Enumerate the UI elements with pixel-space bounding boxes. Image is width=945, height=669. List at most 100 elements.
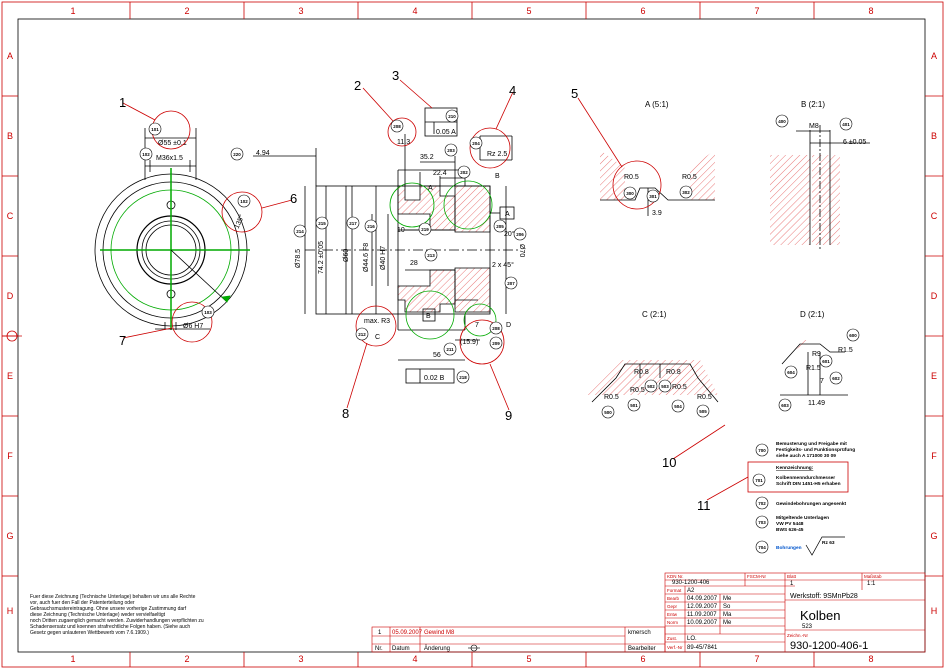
bubble-207: 207	[504, 276, 518, 290]
dim-d56: 56	[433, 352, 441, 359]
bubble-216-text: 216	[367, 224, 375, 229]
bubble-504: 504	[671, 399, 685, 413]
bubble-207-text: 207	[507, 281, 515, 286]
bubble-100-text: 102	[142, 152, 150, 157]
bubble-401: 401	[839, 117, 853, 131]
title-block-text: KDN Nr. 930-1200-406 FSCM-Nr Blatt 1 Maß…	[667, 574, 882, 652]
note-700-line2: Festigkeits- und Funktionsprüfung	[776, 447, 855, 453]
note-703-line3: BWS 626-45	[776, 527, 804, 533]
row-left-d: D	[7, 291, 14, 301]
front-view	[94, 128, 250, 330]
dim-r9: R9	[812, 351, 821, 358]
legal-line-3: Gebrauchsmustereintragung. Ohne unsere v…	[30, 606, 187, 612]
callout-9: 9	[505, 408, 512, 423]
rev-kmersch: kmersch	[628, 630, 651, 636]
col-top-5: 5	[526, 6, 531, 16]
row-right-d: D	[931, 291, 938, 301]
reference-bubbles: 101 102 102 103 208 210 203 204 220 202 …	[139, 109, 860, 554]
dim-d224: 22.4	[433, 170, 447, 177]
tb-zust-label: Zust.	[667, 636, 677, 641]
dim-rc05d: R0.5	[697, 394, 712, 401]
bubble-101: 101	[148, 122, 162, 136]
bubble-217: 217	[346, 216, 360, 230]
row-right-b: B	[931, 131, 937, 141]
dim-ang20: 20°	[504, 230, 515, 238]
bubble-100: 102	[139, 147, 153, 161]
bubble-500: 500	[601, 405, 615, 419]
centering-mark-icon	[2, 330, 22, 342]
dim-d60: Ø60	[343, 249, 350, 262]
tb-title: Kolben	[800, 608, 840, 623]
tb-werkstoff: Werkstoff: 9SMnPb28	[790, 593, 858, 600]
bubble-501-text: 501	[630, 403, 638, 408]
dim-m36: M36x1.5	[156, 155, 183, 162]
detail-view-b: B (2:1)	[770, 100, 870, 250]
bubble-208b: 208	[489, 321, 503, 335]
dim-d7: 7	[475, 322, 479, 329]
callout-6: 6	[290, 191, 297, 206]
tb-blatt-label: Blatt	[787, 574, 797, 579]
dim-d159: (15.9)	[460, 339, 478, 346]
legal-notice: Fuer diese Zeichnung (Technische Unterla…	[30, 594, 204, 636]
dim-chamfer: 2 x 45°	[492, 261, 514, 269]
bubble-702-text: 702	[758, 501, 766, 506]
tb-verf-label: Verf.-Nr	[667, 645, 683, 650]
bubble-701: 701	[752, 473, 766, 487]
col-top-4: 4	[412, 6, 417, 16]
col-top-6: 6	[640, 6, 645, 16]
bubble-205-text: 205	[496, 224, 504, 229]
rev-col-nr: Nr.	[375, 646, 383, 652]
dim-m8: M8	[809, 123, 819, 130]
bubble-602: 602	[829, 371, 843, 385]
col-bottom-1: 1	[70, 654, 75, 664]
dim-d40: Ø40 H7	[380, 246, 387, 270]
callout-4: 4	[509, 83, 516, 98]
bubble-603: 603	[778, 398, 792, 412]
tb-bearb-label: Bearb	[667, 596, 680, 601]
dim-d494: 4.94	[256, 150, 270, 157]
bubble-604-text: 604	[787, 370, 795, 375]
callout-10: 10	[662, 455, 676, 470]
legal-line-4: diese Zeichnung (Technische Unterlage) w…	[30, 612, 166, 618]
bubble-206: 206	[513, 227, 527, 241]
bubble-103: 103	[201, 305, 215, 319]
detail-d-title: D (2:1)	[800, 310, 825, 319]
bubble-215-text: 215	[318, 221, 326, 226]
row-right-h: H	[931, 606, 938, 616]
detail-b-labels: M8 6 ±0.05	[809, 123, 866, 146]
bubble-500-text: 500	[604, 410, 612, 415]
tb-fscm-label: FSCM-Nr	[747, 574, 766, 579]
row-left-f: F	[7, 451, 13, 461]
callout-5: 5	[571, 86, 578, 101]
detail-b-title: B (2:1)	[801, 100, 825, 109]
col-top-3: 3	[298, 6, 303, 16]
tb-zust: LO.	[687, 636, 697, 642]
callout-numbers: 1 2 3 4 5 6 7 8 9 10 11	[119, 68, 711, 513]
dim-d742: 74.2 ±0.05	[318, 241, 325, 274]
row-left-e: E	[7, 371, 13, 381]
row-left-c: C	[7, 211, 14, 221]
bubble-503: 503	[658, 379, 672, 393]
note-702: Gewindebohrungen angesenkt	[776, 501, 846, 507]
dim-rc08a: R0.8	[634, 369, 649, 376]
notes-block: Bemusterung und Freigabe mit Festigkeits…	[776, 441, 855, 551]
detail-c-title: C (2:1)	[642, 310, 667, 319]
tb-bearb-date: 04.09.2007	[687, 596, 718, 602]
dim-parallel: 0.02 B	[424, 375, 445, 382]
tb-massstab-label: Maßstab	[864, 574, 882, 579]
dim-d6: 6 ±0.05	[843, 139, 866, 146]
detail-a-labels: R0.5 R0.5 3.9	[624, 174, 697, 217]
bubble-219-text: 219	[421, 227, 429, 232]
tb-kdn: 930-1200-406	[672, 580, 710, 586]
tb-entw-label: Entw	[667, 612, 678, 617]
bubble-103-text: 103	[204, 310, 212, 315]
tb-format-label: Format	[667, 588, 682, 593]
dim-r15e: R1.5	[806, 365, 821, 372]
tb-norm-label: Norm	[667, 620, 678, 625]
revision-table	[371, 626, 666, 653]
dim-d10: 10	[397, 227, 405, 234]
bubble-501: 501	[627, 398, 641, 412]
bubble-210: 210	[445, 109, 459, 123]
detail-d-labels: R1.5 R9 R1.5 7 11.49	[806, 347, 853, 407]
bubble-209: 209	[489, 336, 503, 350]
